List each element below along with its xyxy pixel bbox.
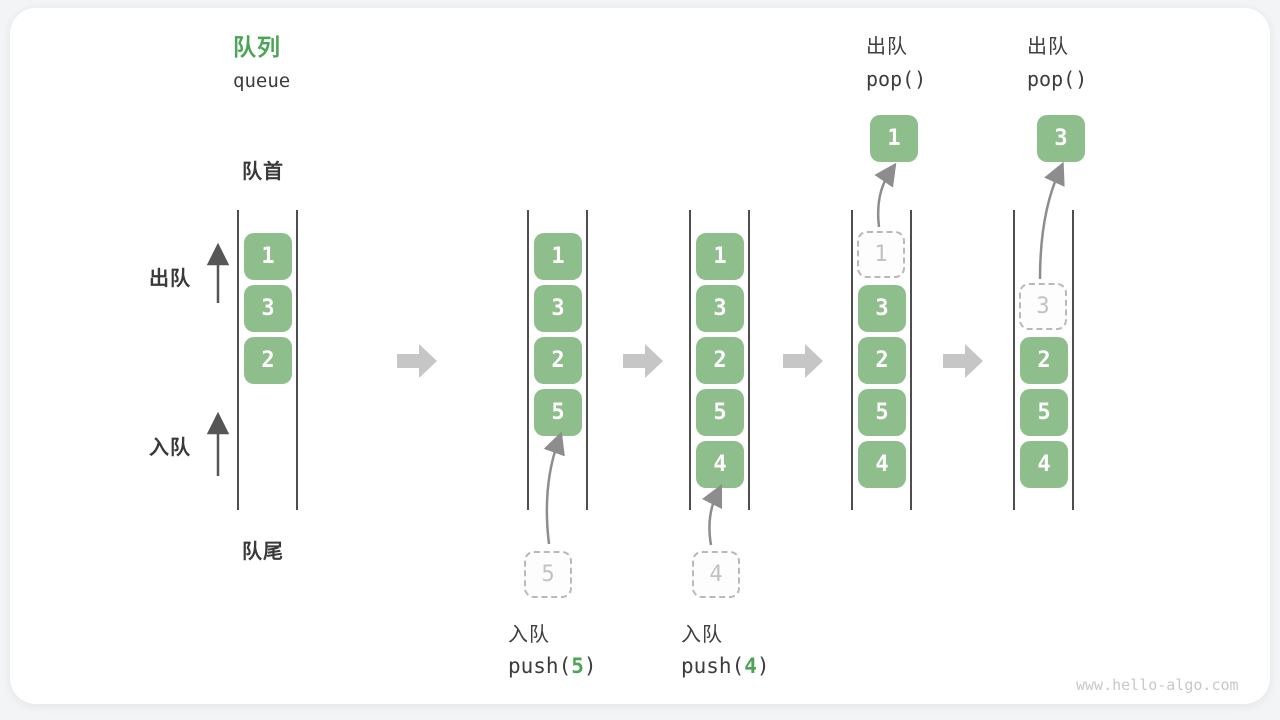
code-close: ) [583,654,597,678]
ghost-item-box: 5 [524,551,572,598]
queue-title: 队列 [233,34,281,60]
queue-item-box: 2 [244,337,292,384]
queue-channel [527,210,588,510]
queue-item-box: 5 [858,389,906,436]
queue-item-box: 3 [534,285,582,332]
queue-item-box: 2 [696,337,744,384]
dequeue-direction-label: 出队 [149,268,191,290]
queue-item-box: 4 [858,441,906,488]
dequeue-op-label: 出队 [1027,36,1069,58]
state-transition-arrow-icon [623,344,663,378]
enqueue-arrow-icon [701,483,723,546]
queue-subtitle: queue [233,70,291,92]
queue-item-box: 4 [696,441,744,488]
state-transition-arrow-icon [397,344,437,378]
enqueue-direction-label: 入队 [149,437,191,459]
state-transition-arrow-icon [943,344,983,378]
queue-item-box: 3 [244,285,292,332]
ghost-item-box: 4 [692,551,740,598]
dequeue-op-label: 出队 [866,36,908,58]
queue-item-box: 5 [696,389,744,436]
queue-item-box: 5 [1020,389,1068,436]
code-arg: 4 [744,654,757,678]
dequeue-arrow-icon [1038,161,1065,280]
queue-item-box: 2 [1020,337,1068,384]
queue-item-box: 2 [534,337,582,384]
queue-item-box: 5 [534,389,582,436]
enqueue-op-code: push(5) [508,654,597,678]
up-arrow-icon [206,242,230,303]
dequeue-arrow-icon [874,162,897,228]
queue-item-box: 4 [1020,441,1068,488]
up-arrow-icon [206,411,230,476]
enqueue-op-label: 入队 [508,624,550,646]
queue-item-box: 1 [696,233,744,280]
queue-item-box: 1 [244,233,292,280]
queue-item-box: 2 [858,337,906,384]
code-fn: push( [681,654,745,678]
queue-item-box: 3 [696,285,744,332]
popped-item-box: 1 [870,115,918,162]
code-fn: push( [508,654,572,678]
queue-channel [851,210,912,510]
queue-item-box: 3 [858,285,906,332]
queue-channel [689,210,750,510]
popped-item-box: 3 [1037,115,1085,162]
enqueue-op-label: 入队 [681,624,723,646]
front-label: 队首 [242,161,284,183]
code-arg: 5 [571,654,584,678]
dequeue-op-code: pop() [1027,67,1088,91]
code-close: ) [756,654,770,678]
queue-item-box: 1 [534,233,582,280]
rear-label: 队尾 [242,541,284,563]
queue-channel [1013,210,1074,510]
watermark: www.hello-algo.com [1076,676,1239,694]
state-transition-arrow-icon [783,344,823,378]
ghost-item-box: 3 [1019,283,1067,330]
ghost-item-box: 1 [857,231,905,278]
enqueue-op-code: push(4) [681,654,770,678]
enqueue-arrow-icon [543,431,565,545]
queue-channel [237,210,298,510]
dequeue-op-code: pop() [866,67,927,91]
